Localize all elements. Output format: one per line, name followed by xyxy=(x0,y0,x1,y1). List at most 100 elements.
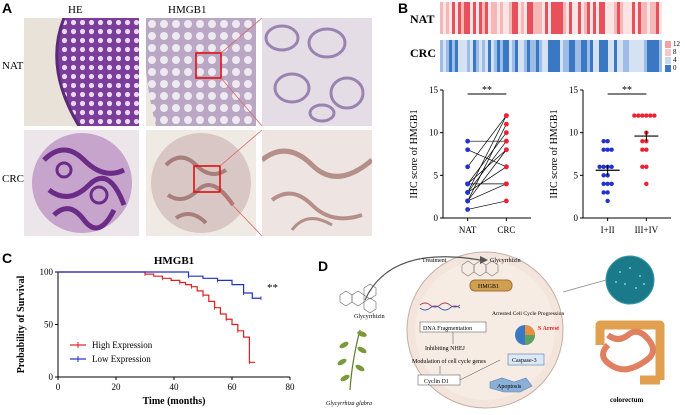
heatmap-cell-nat xyxy=(599,2,602,34)
heatmap-cell-nat xyxy=(491,2,494,34)
y-tick-label: 10 xyxy=(429,128,439,138)
heatmap-cell-nat xyxy=(608,2,611,34)
heatmap-cell-crc xyxy=(452,40,455,72)
y-tick-label: 5 xyxy=(434,170,439,180)
heatmap-cell-crc xyxy=(641,40,644,72)
hmgb1-nat-tissue xyxy=(146,18,256,126)
heatmap-cell-nat xyxy=(557,2,560,34)
data-point xyxy=(503,181,509,187)
heatmap-cell-crc xyxy=(533,40,536,72)
y-tick-label: 100 xyxy=(40,267,54,277)
legend-value-0: 0 xyxy=(673,64,677,72)
heatmap-cell-crc xyxy=(596,40,599,72)
data-point xyxy=(644,147,649,152)
heatmap-cell-nat xyxy=(545,2,548,34)
hmgb1-label: HMGB1 xyxy=(478,284,499,290)
heatmap-cell-crc xyxy=(584,40,587,72)
x-axis-label: Time (months) xyxy=(143,396,206,407)
heatmap-cell-crc xyxy=(563,40,566,72)
legend-label-1: Low Expression xyxy=(92,354,151,364)
heatmap-cell-crc xyxy=(623,40,626,72)
heatmap-cell-crc xyxy=(464,40,467,72)
heatmap-cell-nat xyxy=(446,2,449,34)
panel-letter-b: B xyxy=(398,0,409,16)
panel-letter-c: C xyxy=(2,250,13,266)
y-tick-label: 50 xyxy=(44,320,54,330)
data-point xyxy=(609,164,614,169)
x-tick-label: 40 xyxy=(170,382,180,392)
heatmap-cell-crc xyxy=(593,40,596,72)
heatmap-cell-crc xyxy=(446,40,449,72)
panel-letter-a: A xyxy=(2,0,13,16)
x-tick-label: 0 xyxy=(56,382,61,392)
zoom-crc-tissue xyxy=(262,148,372,231)
heatmap-cell-crc xyxy=(566,40,569,72)
data-point xyxy=(503,138,509,144)
data-point xyxy=(605,173,610,178)
he-nat-tissue xyxy=(55,18,139,126)
heatmap-cell-crc xyxy=(551,40,554,72)
heatmap-cell-crc xyxy=(599,40,602,72)
heatmap-cell-crc xyxy=(560,40,563,72)
heatmap-cell-nat xyxy=(563,2,566,34)
he-crc-image xyxy=(24,130,139,236)
pair-line xyxy=(467,149,507,202)
heatmap-cell-nat xyxy=(632,2,635,34)
heatmap-cell-nat xyxy=(659,2,662,34)
x-tick-label: 80 xyxy=(286,382,296,392)
heatmap-cell-nat xyxy=(569,2,572,34)
pair-line xyxy=(467,183,507,202)
heatmap-cell-nat xyxy=(605,2,608,34)
heatmap-cell-nat xyxy=(548,2,551,34)
heatmap-cell-crc xyxy=(557,40,560,72)
he-nat-image xyxy=(24,18,139,126)
pair-line xyxy=(467,149,507,185)
heatmap-cell-nat xyxy=(455,2,458,34)
caspase-label: Caspase-3 xyxy=(512,358,537,364)
heatmap-cell-nat xyxy=(461,2,464,34)
y-tick-label: 0 xyxy=(574,213,579,223)
cyclin-label: Cyclin D1 xyxy=(424,379,449,385)
data-point xyxy=(644,164,649,169)
heatmap-cell-nat xyxy=(611,2,614,34)
data-point xyxy=(644,113,649,118)
heatmap-cell-crc xyxy=(458,40,461,72)
plant-icon xyxy=(337,329,367,391)
data-point xyxy=(503,147,509,153)
heatmap-cell-nat xyxy=(596,2,599,34)
pair-line xyxy=(467,149,507,168)
he-crc-tissue xyxy=(32,133,132,233)
heatmap-cell-crc xyxy=(488,40,491,72)
heatmap-cell-crc xyxy=(659,40,662,72)
heatmap-cell-crc xyxy=(539,40,542,72)
heatmap-cell-crc xyxy=(626,40,629,72)
row-label-nat: NAT xyxy=(2,60,24,72)
data-point xyxy=(640,113,645,118)
heatmap-cell-crc xyxy=(482,40,485,72)
heatmap-cell-nat xyxy=(488,2,491,34)
heatmap-cell-nat xyxy=(617,2,620,34)
heatmap-cell-crc xyxy=(581,40,584,72)
pair-line xyxy=(467,123,507,202)
hmgb1-box xyxy=(469,279,513,292)
heatmap-legend: 12 8 4 0 xyxy=(665,40,685,72)
heatmap-cell-nat xyxy=(653,2,656,34)
significance-label: ** xyxy=(267,282,278,294)
heatmap-cell-nat xyxy=(539,2,542,34)
heatmap-cell-nat xyxy=(467,2,470,34)
heatmap-cell-crc xyxy=(569,40,572,72)
panel-letter-d: D xyxy=(318,258,329,274)
legend-value-8: 8 xyxy=(673,48,677,56)
heatmap-label-nat: NAT xyxy=(410,12,435,26)
heatmap-cell-crc xyxy=(548,40,551,72)
data-point xyxy=(503,130,509,136)
heatmap-cell-nat xyxy=(623,2,626,34)
zoom-connectors xyxy=(219,17,263,237)
x-tick-label: I+II xyxy=(601,225,615,235)
data-point xyxy=(605,147,610,152)
data-point xyxy=(632,113,637,118)
heatmap-cell-crc xyxy=(521,40,524,72)
data-point xyxy=(465,147,471,153)
heatmap-cell-crc xyxy=(530,40,533,72)
